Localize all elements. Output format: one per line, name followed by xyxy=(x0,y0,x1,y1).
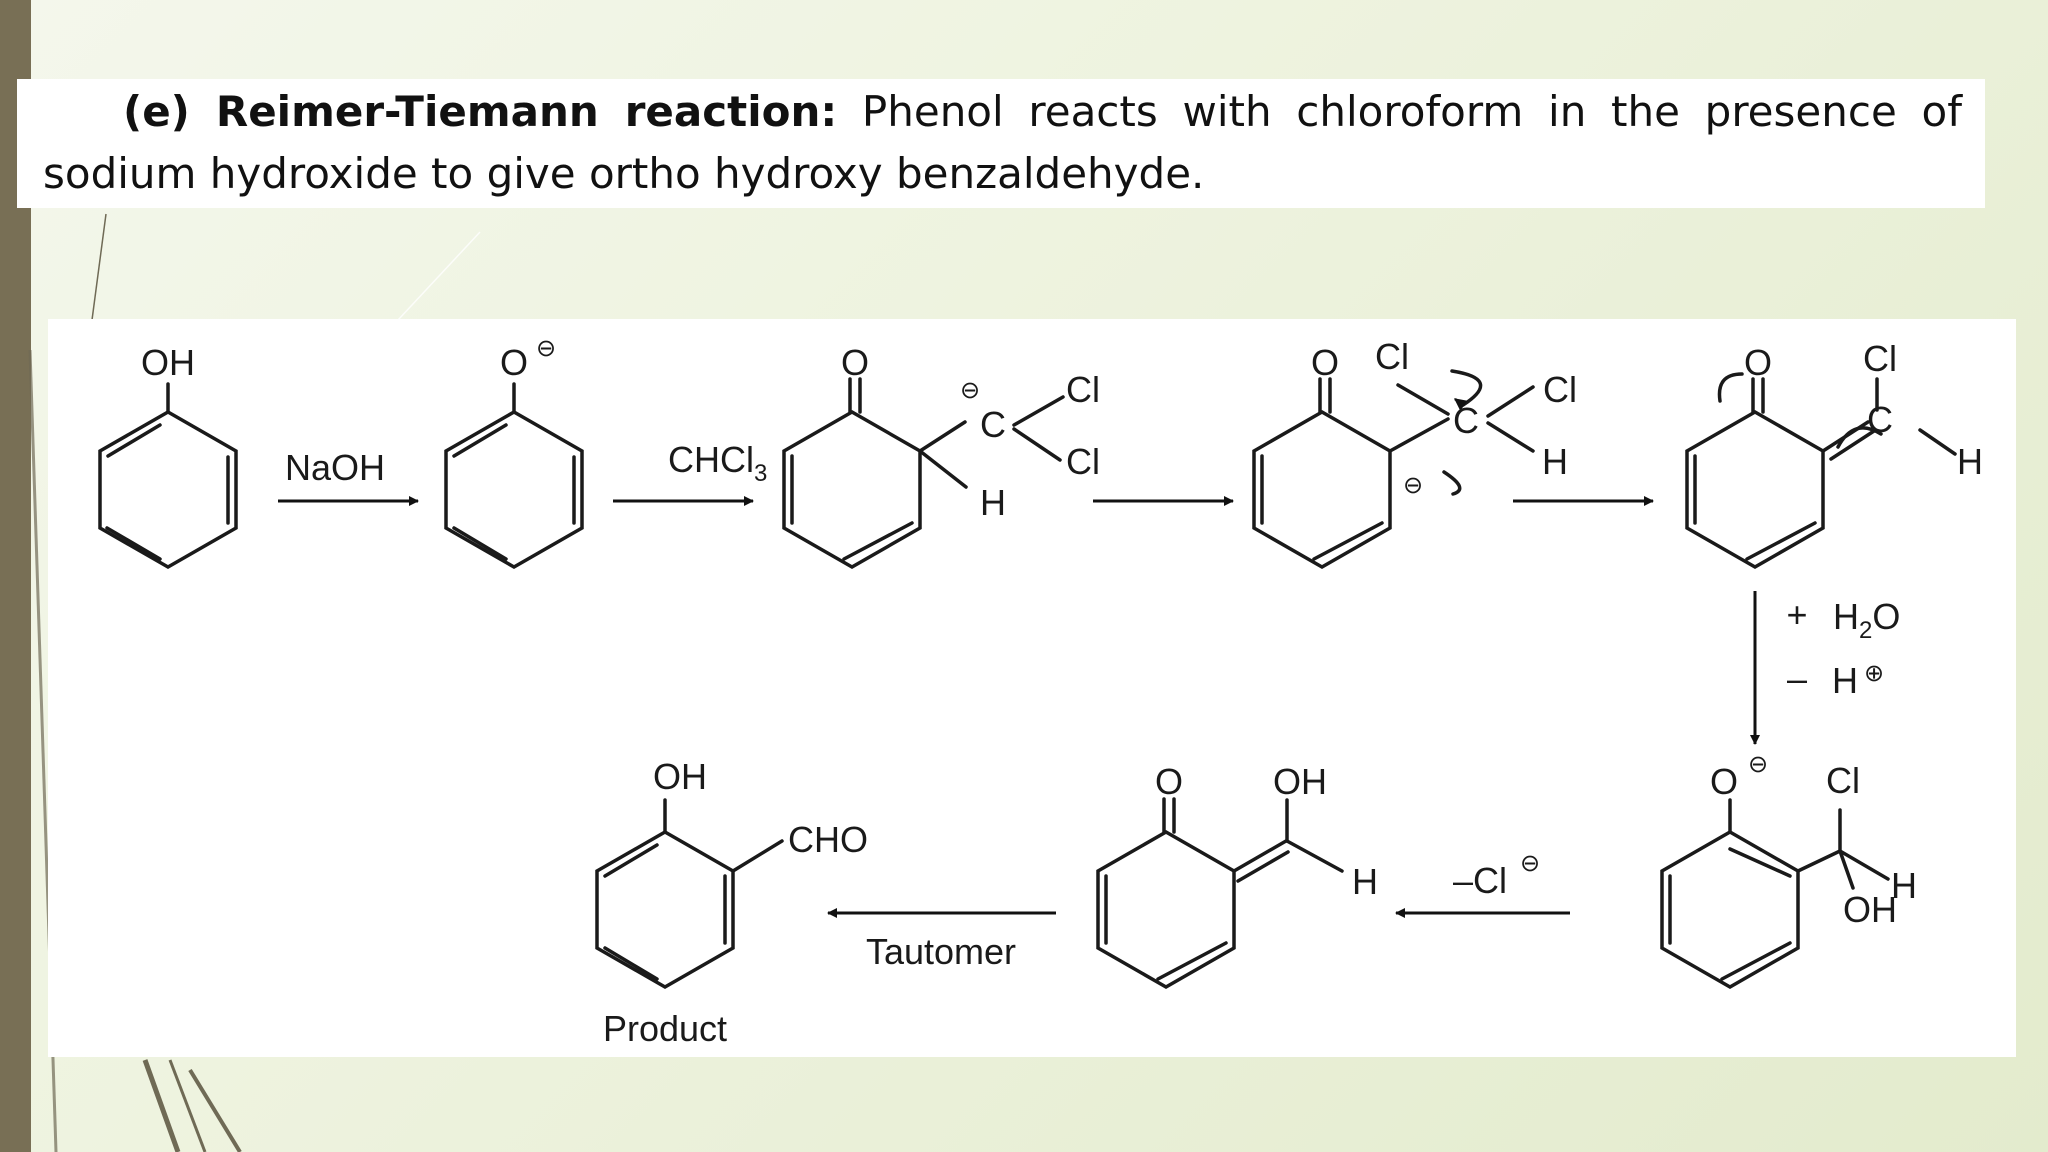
phenol-structure xyxy=(98,382,238,570)
reagent-chcl3: CHCl3 xyxy=(668,439,767,487)
description-paragraph: (e) Reimer-Tiemann reaction: Phenol reac… xyxy=(17,79,1985,208)
intermediate3-o-label: O xyxy=(1744,342,1772,383)
paragraph-line-1-text: Phenol reacts with chloroform in the pre… xyxy=(861,87,1962,136)
reaction-heading: (e) Reimer-Tiemann reaction: xyxy=(123,87,838,136)
intermediate2-c-label: C xyxy=(1453,400,1479,441)
dichloromethyl-carbanion-intermediate xyxy=(782,377,1065,570)
enol-o-label: O xyxy=(1155,761,1183,802)
intermediate1-c-label: C xyxy=(980,404,1006,445)
chloride-elimination-intermediate xyxy=(1252,369,1535,570)
intermediate1-h-label: H xyxy=(980,482,1006,523)
enol-intermediate xyxy=(1096,797,1344,990)
intermediate2-h-label: H xyxy=(1542,441,1568,482)
reagent-naoh: NaOH xyxy=(285,447,385,488)
loss-chloride-label: –Cl xyxy=(1453,860,1507,901)
hydrolysis-positive-charge: ⊕ xyxy=(1864,660,1884,687)
intermediate1-o-label: O xyxy=(841,342,869,383)
enol-oh-label: OH xyxy=(1273,761,1327,802)
enol-h-label: H xyxy=(1352,861,1378,902)
intermediate3-c-label: C xyxy=(1867,399,1893,440)
intermediate1-cl-bottom-label: Cl xyxy=(1066,441,1100,482)
product-label: Product xyxy=(603,1008,727,1049)
salicylaldehyde-product-structure xyxy=(595,798,784,990)
dichloromethylene-cyclohexadienone xyxy=(1685,372,1957,570)
hydrolysis-plus-sign: + xyxy=(1786,594,1807,635)
intermediate3-h-label: H xyxy=(1957,441,1983,482)
intermediate2-cl-label: Cl xyxy=(1543,369,1577,410)
paragraph-line-2: sodium hydroxide to give ortho hydroxy b… xyxy=(43,149,1205,198)
tautomer-label: Tautomer xyxy=(866,931,1016,972)
phenoxide-negative-charge: ⊖ xyxy=(536,335,556,362)
reaction-scheme-svg: OH NaOH O ⊖ CHCl3 O ⊖ C Cl Cl H O Cl C C… xyxy=(98,335,1983,1049)
intermediate2-o-label: O xyxy=(1311,342,1339,383)
intermediate2-leaving-cl-label: Cl xyxy=(1375,336,1409,377)
intermediate1-cl-top-label: Cl xyxy=(1066,369,1100,410)
paragraph-line-1: (e) Reimer-Tiemann reaction: Phenol reac… xyxy=(43,81,1962,143)
intermediate3-cl-label: Cl xyxy=(1863,338,1897,379)
phenoxide-o-label: O xyxy=(500,342,528,383)
product-cho-label: CHO xyxy=(788,819,868,860)
intermediate4-cl-label: Cl xyxy=(1826,760,1860,801)
intermediate2-negative-charge: ⊖ xyxy=(1403,472,1423,499)
hydrolysis-water: H2O xyxy=(1833,596,1900,644)
phenol-oh-label: OH xyxy=(141,342,195,383)
intermediate4-oh-label: OH xyxy=(1843,889,1897,930)
intermediate4-negative-charge: ⊖ xyxy=(1748,751,1768,778)
intermediate4-h-label: H xyxy=(1891,865,1917,906)
intermediate4-o-label: O xyxy=(1710,761,1738,802)
intermediate1-negative-charge: ⊖ xyxy=(960,377,980,404)
chloride-negative-charge: ⊖ xyxy=(1520,850,1540,877)
alkoxide-intermediate xyxy=(1660,798,1890,990)
phenoxide-structure xyxy=(444,382,584,570)
product-oh-label: OH xyxy=(653,756,707,797)
hydrolysis-minus-sign: – xyxy=(1787,658,1807,699)
reaction-scheme: OH NaOH O ⊖ CHCl3 O ⊖ C Cl Cl H O Cl C C… xyxy=(48,319,2016,1057)
hydrolysis-proton-label: H xyxy=(1832,660,1858,701)
